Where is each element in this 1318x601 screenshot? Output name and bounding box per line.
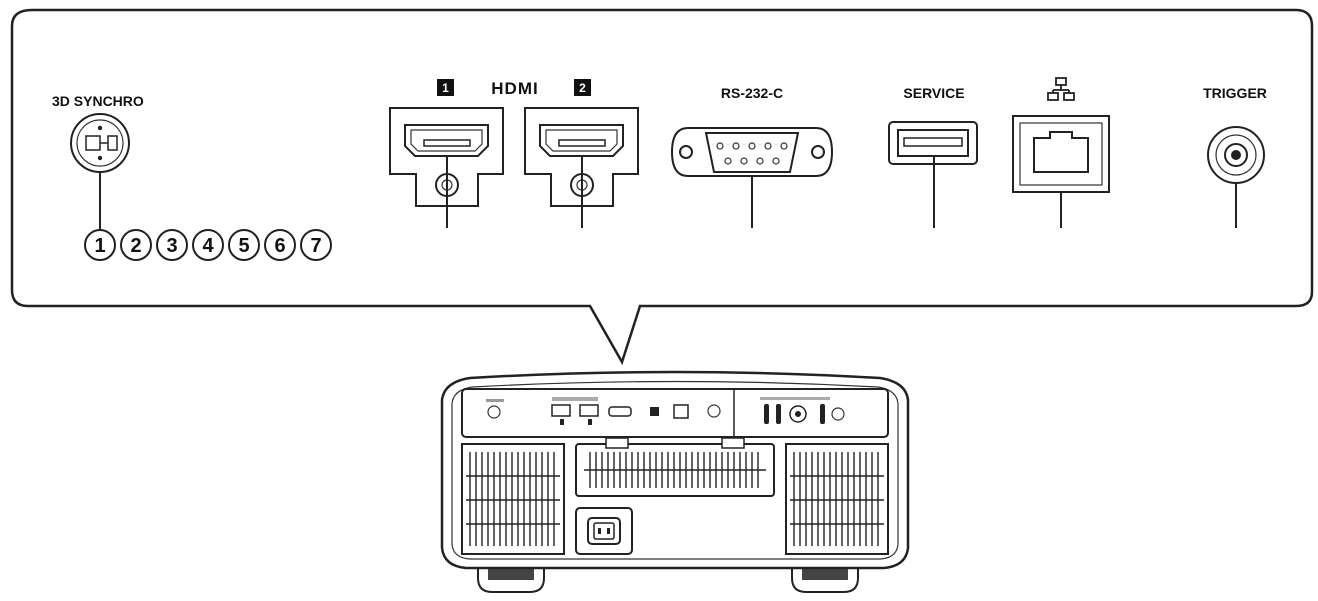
hdmi-header: 1 HDMI 2 <box>437 79 591 98</box>
mini-rj45-port-icon <box>673 404 689 419</box>
synchro-label: 3D SYNCHRO <box>52 93 144 109</box>
pin-number: 4 <box>202 235 214 257</box>
pin-number: 5 <box>238 235 249 257</box>
pin-number: 7 <box>310 235 321 257</box>
hdmi2-port-icon <box>524 107 639 228</box>
left-vent-grille <box>461 443 565 555</box>
mini-hdmi1-port-icon <box>551 404 571 417</box>
jack-port-icon <box>1207 126 1265 228</box>
hdmi1-badge: 1 <box>442 81 449 95</box>
hdmi-label: HDMI <box>491 79 538 98</box>
hdmi1-badge-box <box>437 79 454 96</box>
rj45-port-icon <box>1012 115 1110 228</box>
mini-din-connector-icon <box>70 113 130 230</box>
trigger-label: TRIGGER <box>1203 85 1267 101</box>
ac-inlet-icon <box>575 507 633 555</box>
mini-usb-port-icon <box>650 407 659 416</box>
usb-port-icon <box>888 121 978 228</box>
callout-bubble <box>10 8 1314 366</box>
hdmi2-badge-box <box>574 79 591 96</box>
pin-number: 2 <box>130 235 141 257</box>
pin-number: 6 <box>274 235 285 257</box>
network-icon <box>1047 77 1075 101</box>
pin-numbers: 1 2 3 4 5 6 7 <box>84 229 332 261</box>
projector-rear-body <box>440 370 910 593</box>
mini-control-pad-icon <box>789 405 807 423</box>
mini-hdmi2-port-icon <box>579 404 599 417</box>
mini-db9-port-icon <box>608 406 632 417</box>
rs232-label: RS-232-C <box>721 85 783 101</box>
mini-synchro-port-icon <box>487 405 501 419</box>
pin-number: 1 <box>94 235 105 257</box>
db9-port-icon <box>670 127 834 228</box>
service-label: SERVICE <box>903 85 964 101</box>
mini-trigger-port-icon <box>707 404 721 418</box>
pin-number: 3 <box>166 235 177 257</box>
right-vent-grille <box>785 443 889 555</box>
hdmi2-badge: 2 <box>579 81 586 95</box>
hdmi1-port-icon <box>389 107 504 228</box>
